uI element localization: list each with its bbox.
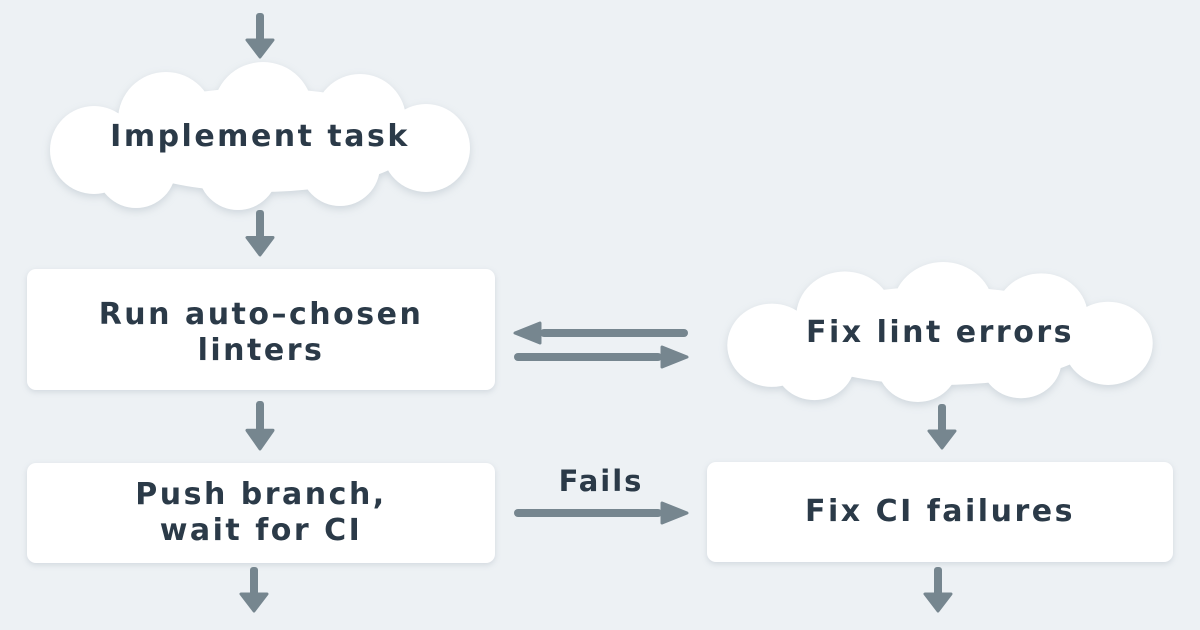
implement-task-label: Implement task [110, 118, 410, 154]
arrow-down-out-push-icon [237, 567, 271, 613]
arrow-implement-to-linters-icon [243, 210, 277, 257]
node-fix-lint-errors: Fix lint errors [705, 262, 1175, 402]
run-linters-label-line2: linters [197, 332, 325, 368]
fix-ci-failures-label: Fix CI failures [805, 494, 1075, 529]
node-run-auto-chosen-linters: Run auto–chosen linters [27, 269, 495, 390]
fails-edge-label: Fails [558, 464, 644, 498]
node-push-branch-wait-for-ci: Push branch, wait for CI [27, 463, 495, 563]
push-branch-label-line2: wait for CI [159, 513, 363, 548]
arrow-left-fixlint-to-linters-icon [512, 320, 690, 346]
arrow-right-linters-to-fixlint-icon [512, 344, 690, 370]
node-fix-ci-failures: Fix CI failures [707, 462, 1173, 562]
fix-lint-errors-label: Fix lint errors [806, 314, 1074, 350]
arrow-push-to-fixci-icon [512, 500, 690, 526]
arrow-down-into-implement-task-icon [243, 13, 277, 59]
arrow-fixlint-to-fixci-icon [925, 404, 959, 450]
arrow-down-out-fixci-icon [921, 567, 955, 613]
arrow-linters-to-push-icon [243, 401, 277, 451]
run-linters-label-line1: Run auto–chosen [98, 296, 424, 332]
node-implement-task: Implement task [28, 62, 492, 210]
push-branch-label-line1: Push branch, [135, 477, 387, 512]
